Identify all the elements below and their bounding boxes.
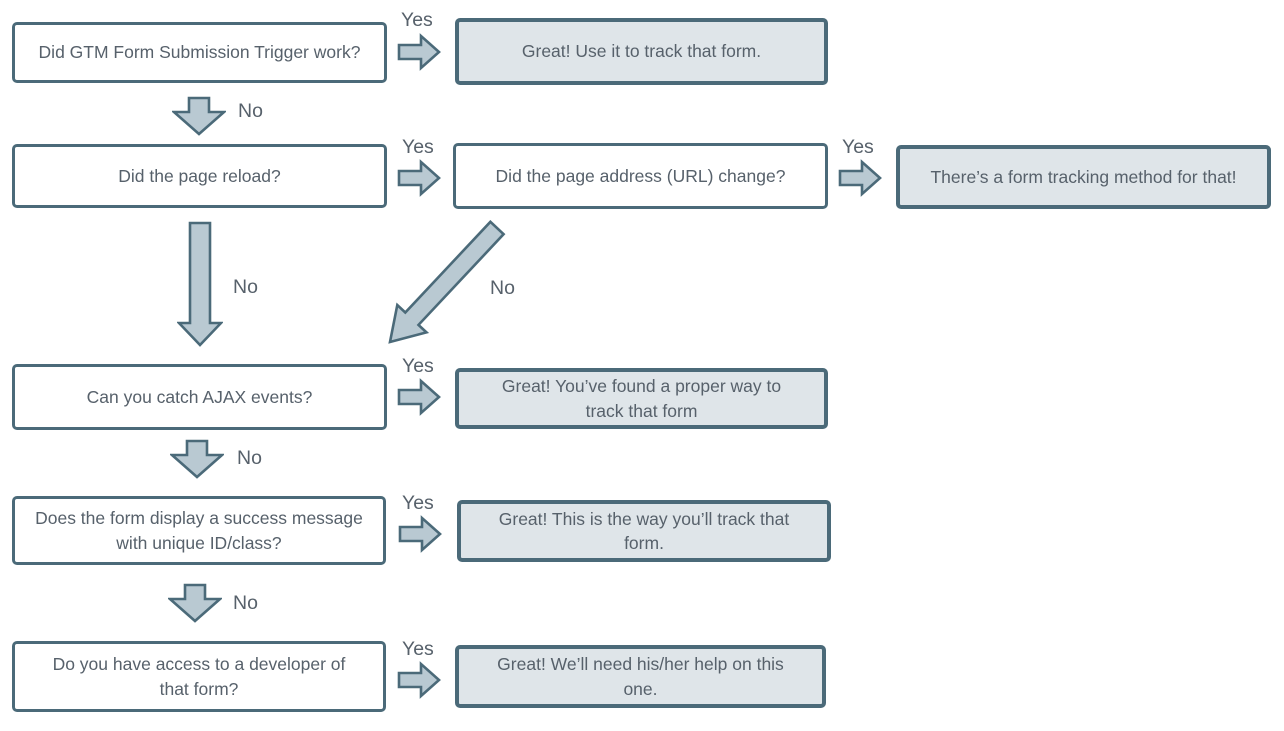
no-arrow-long-icon — [177, 221, 223, 347]
result-success-way: Great! This is the way you’ll track that… — [457, 500, 831, 562]
no-label: No — [233, 276, 258, 298]
no-arrow-icon — [170, 439, 224, 479]
question-ajax-events: Can you catch AJAX events? — [12, 364, 387, 430]
question-url-change: Did the page address (URL) change? — [453, 143, 828, 209]
no-arrow-icon — [168, 583, 222, 623]
result-use-trigger: Great! Use it to track that form. — [455, 18, 828, 85]
question-success-message: Does the form display a success message … — [12, 496, 386, 565]
no-label: No — [490, 277, 515, 299]
yes-label: Yes — [401, 9, 433, 31]
question-developer-access: Do you have access to a developer of tha… — [12, 641, 386, 712]
yes-arrow-icon — [398, 515, 442, 553]
question-page-reload: Did the page reload? — [12, 144, 387, 208]
yes-label: Yes — [842, 136, 874, 158]
yes-arrow-icon — [838, 159, 882, 197]
yes-arrow-icon — [397, 159, 441, 197]
result-proper-way: Great! You’ve found a proper way to trac… — [455, 368, 828, 429]
result-tracking-method: There’s a form tracking method for that! — [896, 145, 1271, 209]
no-label: No — [237, 447, 262, 469]
no-label: No — [233, 592, 258, 614]
no-label: No — [238, 100, 263, 122]
yes-label: Yes — [402, 492, 434, 514]
yes-arrow-icon — [397, 378, 441, 416]
no-arrow-diagonal-icon — [388, 220, 506, 344]
yes-label: Yes — [402, 355, 434, 377]
yes-arrow-icon — [397, 661, 441, 699]
question-gtm-trigger: Did GTM Form Submission Trigger work? — [12, 22, 387, 83]
no-arrow-icon — [172, 96, 226, 136]
yes-label: Yes — [402, 638, 434, 660]
result-developer-help: Great! We’ll need his/her help on this o… — [455, 645, 826, 708]
yes-label: Yes — [402, 136, 434, 158]
yes-arrow-icon — [397, 33, 441, 71]
